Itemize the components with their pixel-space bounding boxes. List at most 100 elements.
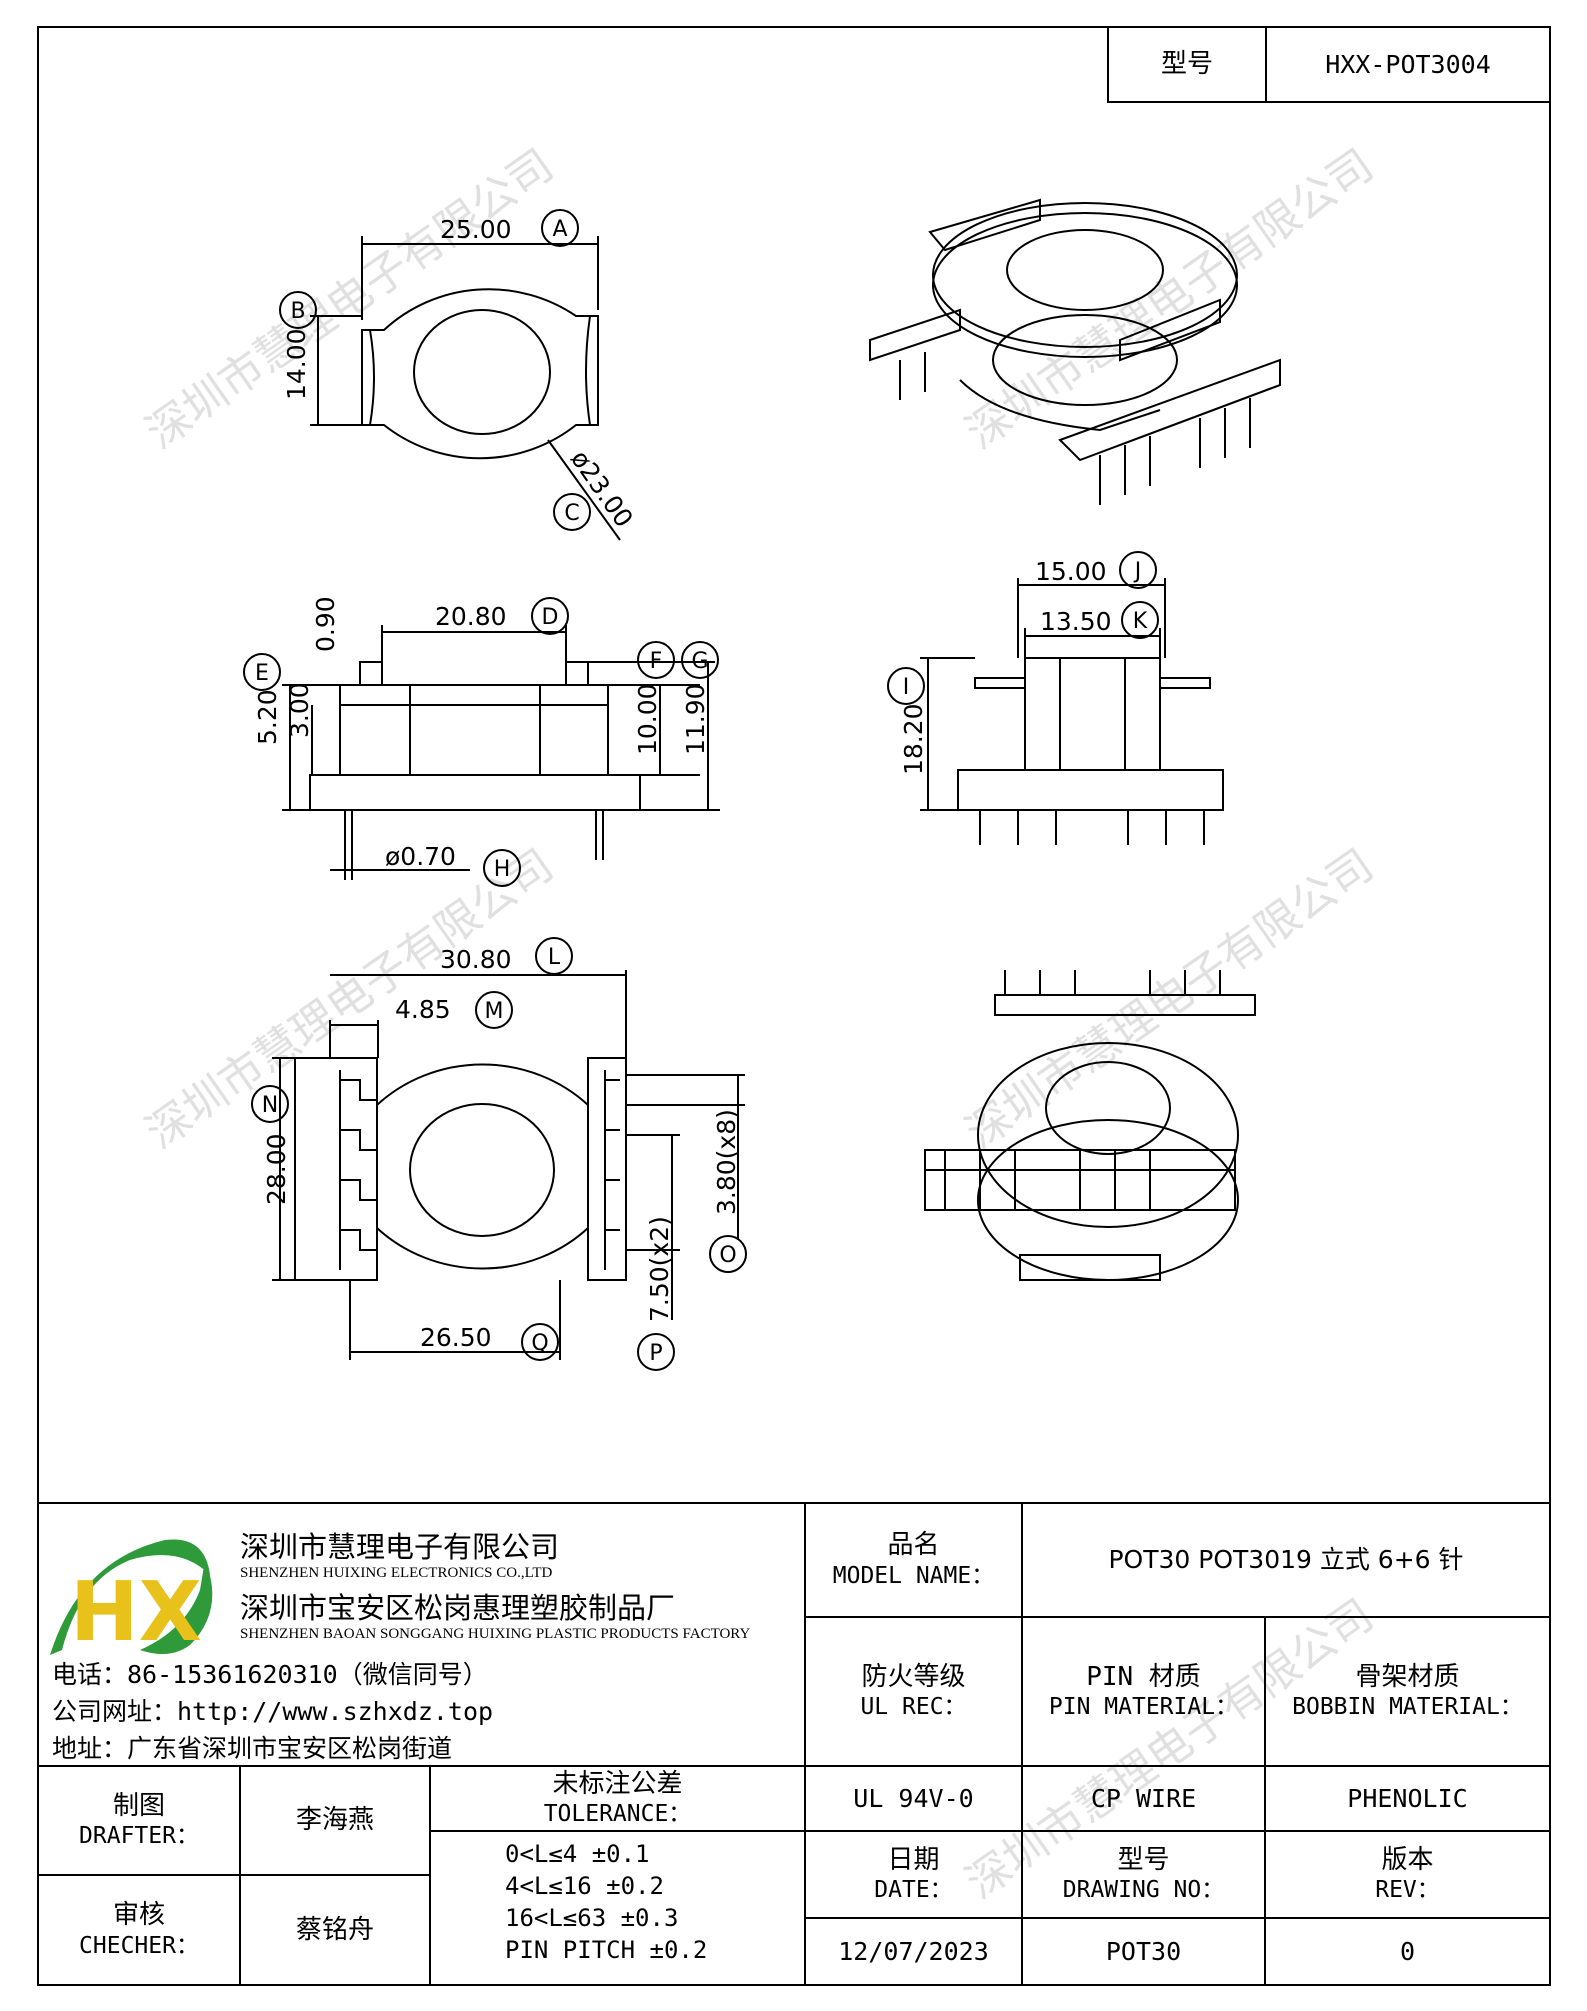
svg-text:G: G (691, 649, 708, 674)
checker-name: 蔡铭舟 (295, 1914, 374, 1945)
company-logo: HX (50, 1539, 213, 1660)
dim-f-top-value: 0.90 (311, 596, 340, 652)
callout-b (279, 291, 317, 329)
callout-f (637, 641, 675, 679)
svg-text:I: I (903, 675, 910, 700)
date-label: 日期 DATE： (805, 1831, 1022, 1918)
watermark-1: 深圳市慧理电子有限公司 (137, 140, 563, 459)
tolerance-row: 4<L≤16 ±0.2 (505, 1872, 664, 1900)
drawing-no-label-en: DRAWING NO： (1062, 1877, 1225, 1904)
callout-letter-labels: A B C D E F G H I J K L M N O P Q (255, 217, 1148, 1366)
svg-text:E: E (255, 661, 269, 686)
ul-rec-label-en: UL REC： (860, 1694, 967, 1721)
company-name-cn: 深圳市慧理电子有限公司 (240, 1530, 560, 1564)
tolerance-row: 16<L≤63 ±0.3 (505, 1904, 679, 1932)
dim-i-value: 18.20 (899, 703, 928, 775)
dim-b-value: 14.00 (282, 328, 311, 400)
side-view (920, 578, 1224, 845)
tolerance-label-en: TOLERANCE： (543, 1801, 692, 1828)
logo-letters: HX (70, 1565, 202, 1660)
svg-text:Q: Q (531, 1331, 548, 1356)
isometric-view-top (869, 198, 1281, 505)
callout-c (553, 493, 591, 531)
svg-text:K: K (1133, 609, 1148, 634)
drafter-label: 制图 DRAFTER： (38, 1766, 240, 1875)
isometric-view-bottom (924, 970, 1256, 1281)
pin-material-value: CP WIRE (1090, 1783, 1197, 1813)
svg-text:B: B (290, 299, 305, 324)
top-view-outline (361, 288, 599, 460)
company-phone: 电话：86-15361620310（微信同号） (52, 1660, 488, 1689)
callout-g (681, 641, 719, 679)
ul-rec-value: UL 94V-0 (853, 1783, 974, 1813)
factory-name-en: SHENZHEN BAOAN SONGGANG HUIXING PLASTIC … (240, 1626, 751, 1642)
svg-text:F: F (650, 649, 663, 674)
svg-text:C: C (564, 501, 579, 526)
logo-swoosh-green-2 (140, 1560, 213, 1654)
model-name-label: 品名 MODEL NAME： (805, 1503, 1022, 1617)
dim-n-value: 28.00 (262, 1133, 291, 1205)
svg-text:H: H (494, 857, 511, 882)
pin-material-label-en: PIN MATERIAL： (1048, 1694, 1239, 1721)
rev-label-cn: 版本 (1381, 1844, 1434, 1875)
date-label-en: DATE： (874, 1877, 953, 1904)
bobbin-material-label-cn: 骨架材质 (1355, 1661, 1460, 1692)
top-view-bore (413, 309, 551, 435)
svg-text:A: A (552, 217, 567, 242)
rev-label-en: REV： (1375, 1877, 1440, 1904)
dim-k-value: 13.50 (1040, 607, 1112, 636)
rev-label: 版本 REV： (1265, 1831, 1550, 1918)
svg-text:P: P (649, 1341, 662, 1366)
dim-h-value: ø0.70 (385, 842, 456, 871)
callout-j (1119, 551, 1157, 589)
dim-d-value: 20.80 (435, 602, 507, 631)
top-view (310, 236, 621, 541)
dim-l-value: 30.80 (440, 945, 512, 974)
svg-text:L: L (548, 945, 561, 970)
model-name-label-cn: 品名 (887, 1530, 940, 1561)
tolerance-label-cn: 未标注公差 (552, 1768, 683, 1799)
dim-a-value: 25.00 (440, 215, 512, 244)
bobbin-material-label-en: BOBBIN MATERIAL： (1292, 1694, 1523, 1721)
tolerance-row: PIN PITCH ±0.2 (505, 1936, 708, 1964)
dim-o-value: 3.80(x8) (712, 1109, 741, 1215)
ul-rec-label: 防火等级 UL REC： (805, 1617, 1022, 1766)
date-value: 12/07/2023 (838, 1936, 989, 1966)
callout-e (243, 653, 281, 691)
title-block-grid (38, 1502, 1550, 1985)
callout-letters (243, 209, 1159, 1371)
header-model-label: 型号 (1160, 49, 1213, 80)
bobbin-material-label: 骨架材质 BOBBIN MATERIAL： (1265, 1617, 1550, 1766)
company-name-en: SHENZHEN HUIXING ELECTRONICS CO.,LTD (240, 1565, 553, 1581)
ul-rec-label-cn: 防火等级 (861, 1661, 966, 1692)
callout-i (887, 667, 925, 705)
side-view-dims: 15.00 13.50 18.20 (899, 557, 1112, 775)
svg-text:J: J (1133, 559, 1142, 584)
model-name-value: POT30 POT3019 立式 6+6 针 (1108, 1545, 1464, 1575)
callout-d (531, 597, 569, 635)
callout-l (535, 937, 573, 975)
tolerance-list: 0<L≤4 ±0.1 4<L≤16 ±0.2 16<L≤63 ±0.3 PIN … (505, 1838, 805, 1983)
bottom-view-dims: 30.80 4.85 28.00 3.80(x8) 7.50(x2) 26.50 (262, 945, 741, 1352)
callout-n (251, 1085, 289, 1123)
checker-label: 审核 CHECHER： (38, 1875, 240, 1985)
dim-q-value: 26.50 (420, 1323, 492, 1352)
svg-text:D: D (542, 605, 559, 630)
factory-name-cn: 深圳市宝安区松岗惠理塑胶制品厂 (240, 1591, 676, 1625)
callout-h (483, 849, 521, 887)
dim-p-value: 7.50(x2) (645, 1216, 674, 1322)
rev-value: 0 (1399, 1936, 1416, 1966)
drafter-name: 李海燕 (295, 1805, 374, 1836)
callout-m (475, 991, 513, 1029)
model-name-label-en: MODEL NAME： (832, 1562, 995, 1589)
front-view-dims: 20.80 0.90 5.20 3.00 10.00 11.90 ø0.70 (253, 596, 710, 871)
dim-g-value: 11.90 (681, 683, 710, 755)
checker-label-cn: 审核 (112, 1900, 165, 1931)
dim-j-value: 15.00 (1035, 557, 1107, 586)
bobbin-material-value: PHENOLIC (1347, 1783, 1468, 1813)
callout-q (521, 1323, 559, 1361)
dim-m-value: 4.85 (395, 995, 451, 1024)
checker-label-en: CHECHER： (79, 1932, 199, 1959)
drafter-label-cn: 制图 (112, 1790, 165, 1821)
